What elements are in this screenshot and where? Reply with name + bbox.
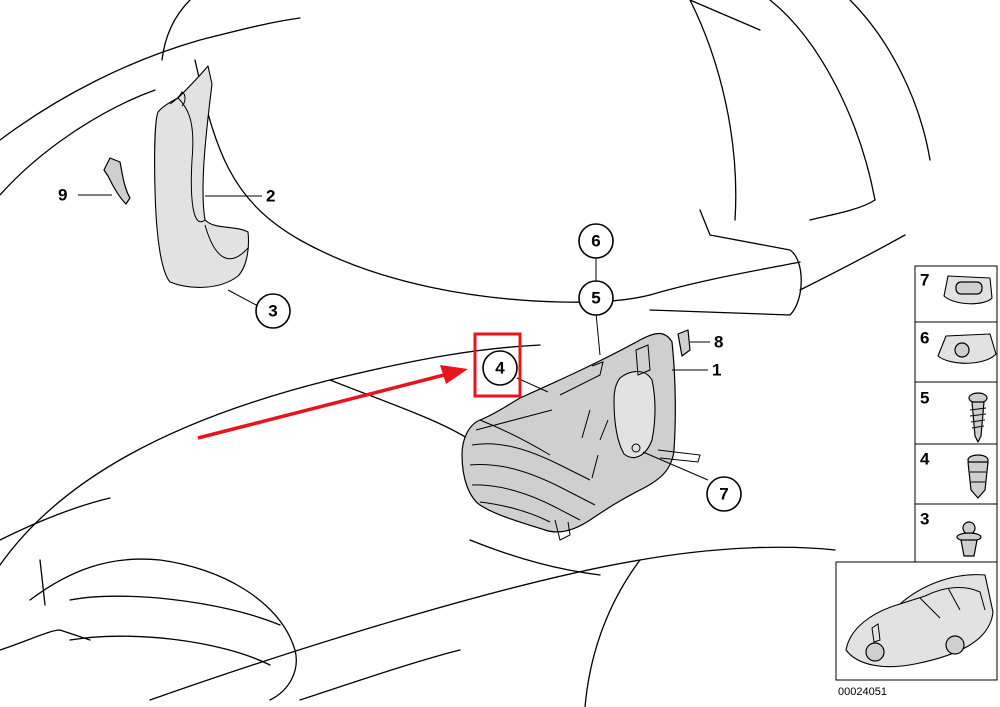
expansion-rivet-icon	[967, 454, 989, 499]
legend-number: 4	[920, 450, 930, 469]
callout-5: 5	[578, 280, 614, 316]
leader-lines	[78, 194, 710, 481]
highlight-box	[473, 332, 522, 398]
legend-number: 5	[920, 389, 929, 408]
callout-label: 7	[719, 485, 728, 504]
clip-nut-icon	[943, 275, 993, 305]
callout-label: 3	[268, 302, 277, 321]
lower-trim-panel	[461, 329, 701, 541]
legend-number: 6	[920, 329, 929, 348]
label-part-1: 1	[712, 361, 721, 380]
a-pillar-trim	[154, 65, 250, 288]
label-part-9: 9	[58, 186, 67, 205]
legend-number: 3	[920, 510, 929, 529]
car-locator-thumbnail	[835, 561, 998, 681]
callout-label: 4	[495, 359, 505, 378]
fastener-legend: 7 6 5 4 3	[914, 265, 998, 563]
push-rivet-icon	[956, 521, 982, 557]
callout-7: 7	[706, 476, 742, 512]
car-body-outline	[0, 0, 931, 707]
legend-number: 7	[920, 271, 929, 290]
highlight-arrow-head	[440, 365, 468, 384]
callout-3: 3	[255, 293, 291, 329]
callout-4: 4	[482, 350, 518, 386]
label-part-8: 8	[714, 333, 723, 352]
highlight-arrow-shaft	[197, 372, 449, 440]
spring-nut-icon	[937, 333, 997, 364]
clip-part-9	[103, 157, 131, 205]
highlight-annotation	[197, 332, 522, 440]
callout-label: 6	[591, 232, 600, 251]
callout-6: 6	[578, 223, 614, 259]
document-id: 00024051	[838, 686, 887, 698]
callout-label: 5	[591, 289, 600, 308]
screw-icon	[968, 392, 988, 443]
legend-cell	[914, 503, 998, 563]
label-part-2: 2	[266, 187, 275, 206]
